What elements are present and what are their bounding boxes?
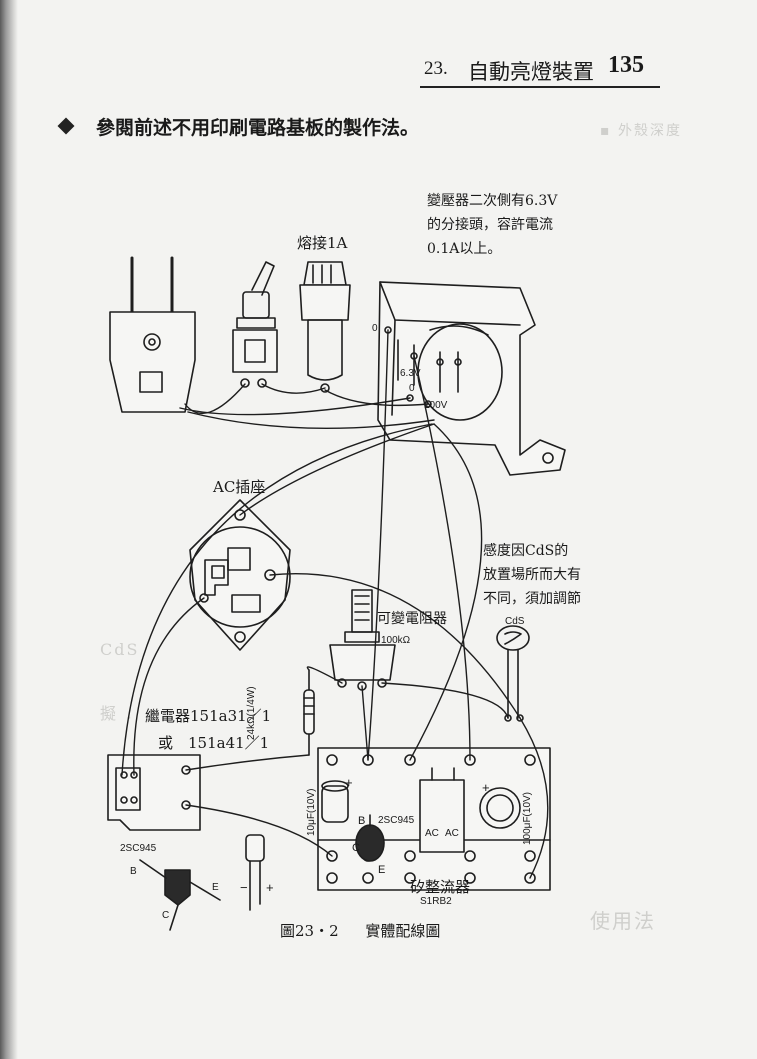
rectifier-ac-2: AC [445,828,459,839]
loose-capacitor [245,834,265,911]
rectifier-label: 矽整流器 [410,878,471,896]
side-pin-b: B [130,866,137,877]
pin-b-label: B [358,815,366,827]
capacitor-100uf-label: 100μF(10V) [522,791,533,845]
bleed-through-text: 使用法 [590,909,656,933]
toggle-switch [232,261,278,388]
intro-text: 參閱前述不用印刷電路基板的製作法。 [96,117,420,139]
fuse-label: 熔接1A [297,234,348,252]
figure-caption: 圖23・2 實體配線圖 [280,920,462,941]
header-rule [420,86,660,88]
transformer-note-line-1: 變壓器二次側有6.3V [427,193,558,209]
transformer-note-line-3: 0.1A以上。 [427,241,502,257]
bleed-through-text: 擬 ． [100,704,144,723]
pin-e-label: E [378,864,386,876]
book-binding-shadow [0,0,18,1059]
tap-0-bottom: 0 [409,383,415,394]
relay-label-line-2: 或 151a41／1 [158,734,270,752]
transistor-label: 2SC945 [378,815,415,826]
bleed-through-text: ▪ 外殼深度 [600,123,682,139]
potentiometer-label: 可變電阻器 [377,611,447,627]
chapter-title: 自動亮燈裝置 [468,60,594,84]
wires [121,329,549,879]
figure-number: 圖23・2 [280,922,339,940]
transformer-note-line-2: 的分接頭，容許電流 [427,217,553,233]
transistor-side-view [139,859,221,931]
transistor [355,814,385,862]
transistor-side-label: 2SC945 [120,843,157,854]
cds-note-line-1: 感度因CdS的 [483,543,569,559]
page-number: 135 [608,52,644,78]
fuse-holder [299,261,351,393]
bleed-through-text: CdS [100,640,140,659]
potentiometer [329,589,396,691]
tap-100v: 100V [424,400,448,411]
tap-0-top: 0 [372,323,378,334]
tap-6v3: 6.3V [400,368,421,379]
relay-label-line-1: 繼電器151a31／1 [145,707,272,725]
capacitor-100uf [479,787,521,829]
rectifier [419,767,465,853]
ac-socket [189,499,291,651]
pin-c-label: C [352,842,360,854]
plus-sign: + [266,880,274,895]
side-pin-e: E [212,882,219,893]
side-pin-c: C [162,910,170,921]
minus-sign: − [240,880,248,895]
cds-photocell [496,625,530,722]
resistor-label: 24kΩ(1/4W) [246,686,257,740]
rectifier-ac-1: AC [425,828,439,839]
chapter-number: 23. [424,58,448,79]
capacitor-10uf [321,780,349,823]
ac-socket-label: AC插座 [213,478,266,496]
plus-sign: + [482,780,490,795]
potentiometer-value: 100kΩ [381,635,411,646]
resistor [303,669,315,756]
figure-title: 實體配線圖 [365,922,441,940]
relay [107,754,201,831]
capacitor-10uf-label: 10μF(10V) [306,788,317,836]
cds-label: CdS [505,616,525,627]
ac-plug [109,256,196,413]
cds-note-line-2: 放置場所而大有 [483,567,581,583]
plus-sign: + [345,775,353,790]
rectifier-model: S1RB2 [420,896,452,907]
cds-note-line-3: 不同，須加調節 [483,591,581,607]
